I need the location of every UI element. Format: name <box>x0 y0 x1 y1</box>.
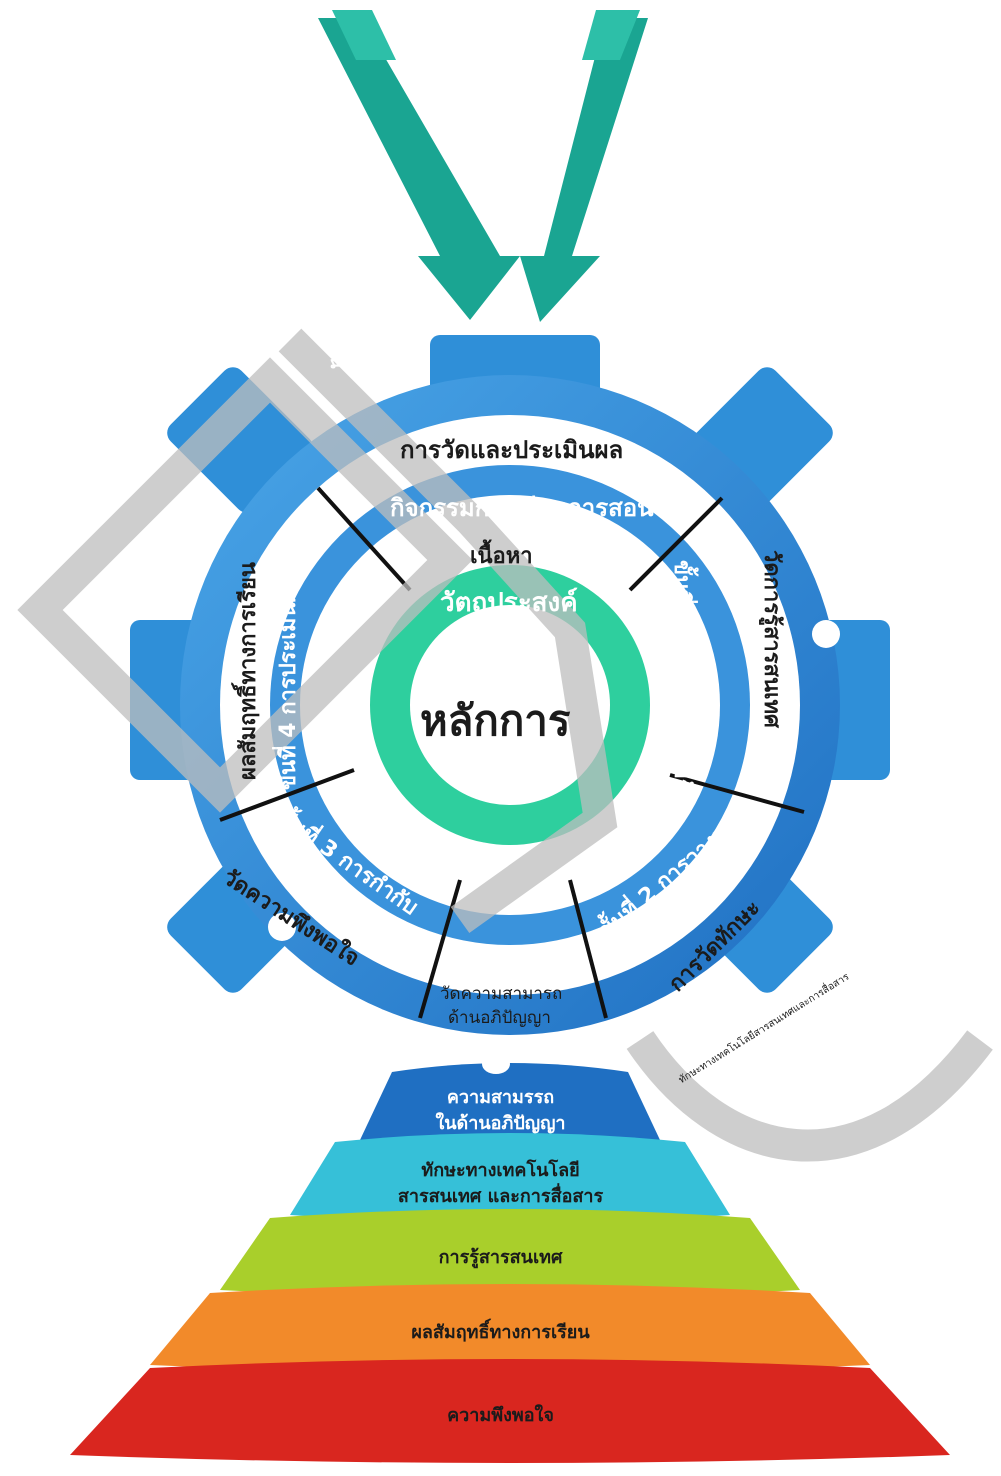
objective-label: วัตถุประสงค์ <box>440 588 578 618</box>
left-arrow-label: แนวคิดการเรียนรู้แบบผสมผสาน <box>326 120 347 369</box>
pyramid-tier <box>70 1359 950 1463</box>
evaluation-label: การวัดและประเมินผล <box>400 436 624 464</box>
pyramid-tier <box>290 1133 730 1223</box>
cognition-measure-line1: วัดความสามารถ <box>440 984 563 1004</box>
left-arrow <box>318 10 520 320</box>
literacy-measure-label: วัดการรู้สารสนเทศ <box>759 550 784 728</box>
pyramid-tier-label: ผลสัมฤทธิ์ทางการเรียน <box>411 1322 590 1343</box>
pyramid-tier <box>220 1209 800 1298</box>
step4-label: ขั้นที่ 4 การประเมินผล <box>276 576 301 790</box>
dot <box>482 1054 510 1074</box>
dot <box>268 913 296 941</box>
activity-label: กิจกรรมการเรียนการสอน <box>390 494 654 522</box>
dot <box>812 620 840 648</box>
pyramid-tier <box>360 1063 660 1148</box>
cognition-measure-line2: ด้านอภิปัญญา <box>448 1008 551 1028</box>
pyramid-tier-label: ทักษะทางเทคโนโลยี <box>421 1159 580 1181</box>
pyramid-tier-label: การรู้สารสนเทศ <box>438 1247 563 1268</box>
pyramid-tier-label: ความสามรรถ <box>446 1087 555 1108</box>
content-label: เนื้อหา <box>470 544 533 569</box>
pyramid-tier-label: ในด้านอภิปัญญา <box>435 1113 566 1134</box>
pyramid-tier <box>150 1284 870 1373</box>
watermark <box>17 328 993 1162</box>
pyramid-tier-label: ความพึงพอใจ <box>447 1404 554 1426</box>
pyramid <box>70 1063 950 1463</box>
right-arrow <box>520 10 648 322</box>
achievement-measure-label: ผลสัมฤทธิ์ทางการเรียน <box>236 562 261 780</box>
center-title: หลักการ <box>420 696 571 745</box>
step1-label: ขั้นที่ 1 การระดมความรู้ <box>669 560 694 791</box>
gear <box>130 335 890 1035</box>
pyramid-tier-label: สารสนเทศ และการสื่อสาร <box>397 1185 604 1207</box>
